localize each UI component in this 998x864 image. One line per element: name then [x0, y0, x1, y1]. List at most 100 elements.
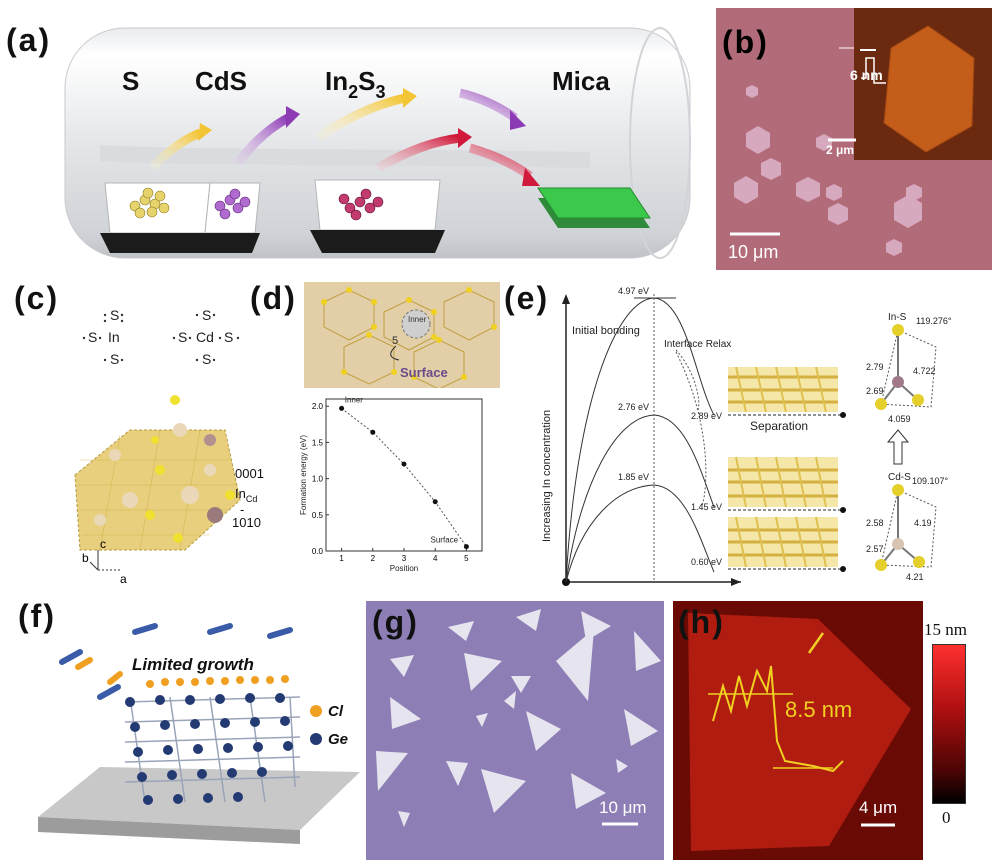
- energy-low: 1.85 eV: [618, 472, 649, 482]
- separation-label: Separation: [750, 419, 808, 433]
- y-axis-label: Formation energy (eV): [299, 435, 308, 515]
- panel-g-label: (g): [372, 604, 419, 640]
- afm-height: 6 nm: [850, 67, 883, 83]
- svg-text:S: S: [178, 329, 187, 345]
- lewis-cd: S S Cd S S: [178, 307, 233, 367]
- svg-text:S: S: [202, 307, 211, 323]
- panel-g-image: 10 μm: [366, 601, 664, 860]
- ge-atoms: [125, 693, 293, 805]
- ins-bond-2: 2.69: [866, 386, 884, 396]
- panel-c-structure: S S In S S S Cd S S 0001 InCd - 1010 a b…: [74, 307, 264, 586]
- data-point: [432, 499, 438, 505]
- x-tick-label: 1: [339, 554, 344, 563]
- svg-text:S: S: [202, 351, 211, 367]
- panel-d-structure: Inner 5 Surface: [304, 282, 500, 388]
- colorbar-min: 0: [942, 808, 951, 827]
- annotation-inner: Inner: [345, 396, 364, 405]
- cds-tetrahedron: [875, 484, 937, 571]
- label-incd: InCd: [235, 486, 257, 504]
- panel-a-label: (a): [6, 22, 52, 58]
- y-tick-label: 1.5: [312, 438, 324, 447]
- cds-powder: [214, 188, 251, 220]
- svg-text:S: S: [110, 307, 119, 323]
- panel-b-label: (b): [722, 24, 769, 60]
- panel-c-label: (c): [14, 280, 60, 316]
- data-point: [339, 405, 345, 411]
- panel-f-label: (f): [18, 598, 56, 634]
- y-tick-label: 0.0: [312, 547, 324, 556]
- ins-bond-4: 4.059: [888, 414, 911, 424]
- x-axis-label: Position: [390, 564, 418, 573]
- position-5-label: 5: [392, 335, 398, 347]
- colorbar: [932, 644, 966, 804]
- energy-r1: 2.89 eV: [691, 411, 722, 421]
- y-tick-label: 0.5: [312, 511, 324, 520]
- height-profile: [712, 665, 844, 773]
- legend-cl: Cl: [328, 703, 344, 720]
- annotation-surface: Surface: [431, 535, 459, 544]
- label-1010-bar: -: [240, 502, 244, 517]
- data-point: [370, 429, 376, 435]
- transform-arrow: [886, 429, 910, 465]
- flow-arrows: [148, 88, 540, 186]
- panel-e-label: (e): [504, 280, 550, 316]
- inner-atom-label: Inner: [408, 315, 427, 324]
- x-tick-label: 3: [402, 554, 407, 563]
- s-powder: [129, 187, 170, 219]
- ins-title: In-S: [888, 312, 907, 323]
- svg-text:In: In: [108, 329, 120, 345]
- svg-text:S: S: [88, 329, 97, 345]
- cds-bond-1: 2.58: [866, 518, 884, 528]
- e-ylabel: Increasing In concentration: [541, 410, 553, 542]
- axis-c: c: [100, 537, 106, 551]
- in2s3-boat: [310, 179, 445, 253]
- svg-text:Cd: Cd: [196, 329, 214, 345]
- svg-text:S: S: [224, 329, 233, 345]
- triangle-flakes: [376, 609, 661, 827]
- cds-bond-2: 4.19: [914, 518, 932, 528]
- ins-angle: 119.276°: [916, 316, 952, 326]
- energy-r2: 1.45 eV: [691, 502, 722, 512]
- legend-ge: Ge: [328, 731, 348, 748]
- label-in2s3: In2S3: [325, 66, 385, 102]
- y-tick-label: 1.0: [312, 475, 324, 484]
- ins-bond-1: 2.79: [866, 362, 884, 372]
- energy-mid: 2.76 eV: [618, 402, 649, 412]
- afm-height-h: 8.5 nm: [785, 697, 852, 722]
- initial-bonding-label: Initial bonding: [572, 325, 640, 337]
- colorbar-max: 15 nm: [924, 620, 967, 639]
- hexagon-flakes: [734, 85, 922, 256]
- label-1010: 1010: [232, 515, 261, 530]
- x-tick-label: 2: [371, 554, 376, 563]
- axis-a: a: [120, 572, 127, 586]
- cds-angle: 109.107°: [912, 476, 949, 486]
- limited-growth-label: Limited growth: [132, 655, 254, 674]
- x-tick-label: 5: [464, 554, 469, 563]
- axis-b: b: [82, 551, 89, 565]
- panel-b-image: 6 nm 2 μm 10 μm: [716, 8, 992, 270]
- scale-bar-b: 10 μm: [728, 242, 778, 262]
- mica-substrate: [537, 187, 651, 228]
- cds-bond-4: 4.21: [906, 572, 924, 582]
- cds-bond-3: 2.57: [866, 544, 884, 554]
- lattice-block-3: [728, 516, 838, 568]
- incoming-molecules: [59, 623, 293, 700]
- x-tick-label: 4: [433, 554, 438, 563]
- panel-h-label: (h): [678, 604, 725, 640]
- energy-r3: 0.60 eV: [691, 557, 722, 567]
- label-cds: CdS: [195, 66, 247, 96]
- y-tick-label: 2.0: [312, 402, 324, 411]
- lattice-block-1: [728, 366, 838, 413]
- scale-bar-g: 10 μm: [599, 798, 647, 817]
- data-point: [463, 544, 469, 550]
- surface-label: Surface: [400, 365, 448, 380]
- label-0001: 0001: [235, 466, 264, 481]
- energy-top: 4.97 eV: [618, 286, 649, 296]
- svg-text:S: S: [110, 351, 119, 367]
- cds-title: Cd-S: [888, 472, 911, 483]
- lattice-block-2: [728, 456, 838, 508]
- panel-e-diagram: Increasing In concentration 4.97 eV 2.76…: [541, 286, 952, 586]
- ins-tetrahedron: [875, 324, 937, 410]
- scale-bar-h: 4 μm: [859, 798, 897, 817]
- panel-a-furnace: S CdS In2S3 Mica: [64, 27, 691, 259]
